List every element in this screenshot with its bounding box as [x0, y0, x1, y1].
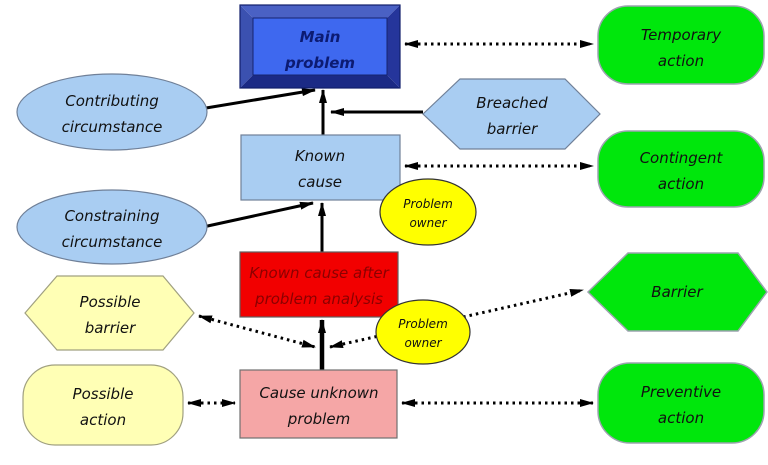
- known-cause-shape: [240, 134, 401, 201]
- node-problem-owner-upper: Problem owner: [379, 178, 477, 246]
- node-barrier: Barrier: [586, 252, 768, 332]
- node-problem-owner-lower: Problem owner: [375, 299, 471, 365]
- contributing-circumstance-label-line2: circumstance: [62, 118, 163, 136]
- node-breached-barrier: Breached barrier: [422, 78, 601, 150]
- barrier-label-line1: Barrier: [651, 283, 703, 301]
- preventive-action-label-line1: Preventive: [641, 383, 721, 401]
- cause-unknown-problem-shape: [239, 369, 398, 439]
- node-possible-barrier: Possible barrier: [24, 275, 195, 351]
- node-contingent-action: Contingent action: [597, 130, 765, 208]
- node-cause-unknown-problem: Cause unknown problem: [239, 369, 398, 439]
- cause-unknown-problem-label-line2: problem: [287, 410, 350, 428]
- constraining-circumstance-shape: [16, 189, 208, 265]
- known-cause-after-shape: [239, 251, 399, 318]
- preventive-action-shape: [597, 362, 765, 444]
- possible-action-label-line1: Possible: [73, 385, 134, 403]
- cause-unknown-problem-label-line1: Cause unknown: [259, 384, 378, 402]
- problem-owner-lower-label-line1: Problem: [398, 317, 448, 331]
- dotted-arrow-possible-barrier-to-junction: [198, 314, 316, 349]
- breached-barrier-label-line1: Breached: [476, 94, 548, 112]
- dotted-arrow-junction-to-barrier: [329, 288, 584, 349]
- node-known-cause-after: Known cause after problem analysis: [239, 251, 399, 318]
- contingent-action-label-line1: Contingent: [640, 149, 724, 167]
- main-problem-bevel-right: [387, 5, 400, 88]
- temporary-action-label-line2: action: [658, 52, 704, 70]
- node-preventive-action: Preventive action: [597, 362, 765, 444]
- contributing-circumstance-label-line1: Contributing: [65, 92, 158, 110]
- node-contributing-circumstance: Contributing circumstance: [16, 73, 208, 151]
- main-problem-bevel-left: [240, 5, 253, 88]
- known-cause-label-line1: Known: [295, 147, 345, 165]
- main-problem-bevel-top: [240, 5, 400, 18]
- contingent-action-shape: [597, 130, 765, 208]
- contributing-circumstance-shape: [16, 73, 208, 151]
- main-problem-bevel-bottom: [240, 75, 400, 88]
- constraining-circumstance-label-line2: circumstance: [62, 233, 163, 251]
- possible-barrier-shape: [24, 275, 195, 351]
- node-possible-action: Possible action: [22, 364, 184, 446]
- main-problem-label-line1: Main: [300, 28, 341, 46]
- possible-barrier-label-line2: barrier: [85, 319, 136, 337]
- problem-owner-lower-shape: [375, 299, 471, 365]
- breached-barrier-label-line2: barrier: [487, 120, 538, 138]
- problem-owner-upper-label-line1: Problem: [403, 197, 453, 211]
- constraining-circumstance-label-line1: Constraining: [64, 207, 159, 225]
- main-problem-outline: [239, 4, 401, 89]
- node-known-cause: Known cause: [240, 134, 401, 201]
- barrier-shape: [586, 252, 768, 332]
- main-problem-label-line2: problem: [284, 54, 355, 72]
- main-problem-face: [252, 17, 388, 76]
- contingent-action-label-line2: action: [658, 175, 704, 193]
- preventive-action-label-line2: action: [658, 409, 704, 427]
- arrow-constraining-to-known-cause: [202, 201, 314, 229]
- temporary-action-shape: [597, 5, 765, 85]
- problem-owner-lower-label-line2: owner: [404, 336, 442, 350]
- known-cause-label-line2: cause: [298, 173, 342, 191]
- temporary-action-label-line1: Temporary: [641, 26, 722, 44]
- problem-owner-upper-label-line2: owner: [409, 216, 447, 230]
- possible-barrier-label-line1: Possible: [80, 293, 141, 311]
- node-main-problem: Main problem: [239, 4, 401, 89]
- breached-barrier-shape: [422, 78, 601, 150]
- possible-action-label-line2: action: [80, 411, 126, 429]
- arrow-contributing-to-main-problem: [199, 88, 316, 111]
- possible-action-shape: [22, 364, 184, 446]
- node-constraining-circumstance: Constraining circumstance: [16, 189, 208, 265]
- known-cause-after-label-line2: problem analysis: [254, 290, 383, 308]
- node-temporary-action: Temporary action: [597, 5, 765, 85]
- known-cause-after-label-line1: Known cause after: [249, 264, 389, 282]
- problem-owner-upper-shape: [379, 178, 477, 246]
